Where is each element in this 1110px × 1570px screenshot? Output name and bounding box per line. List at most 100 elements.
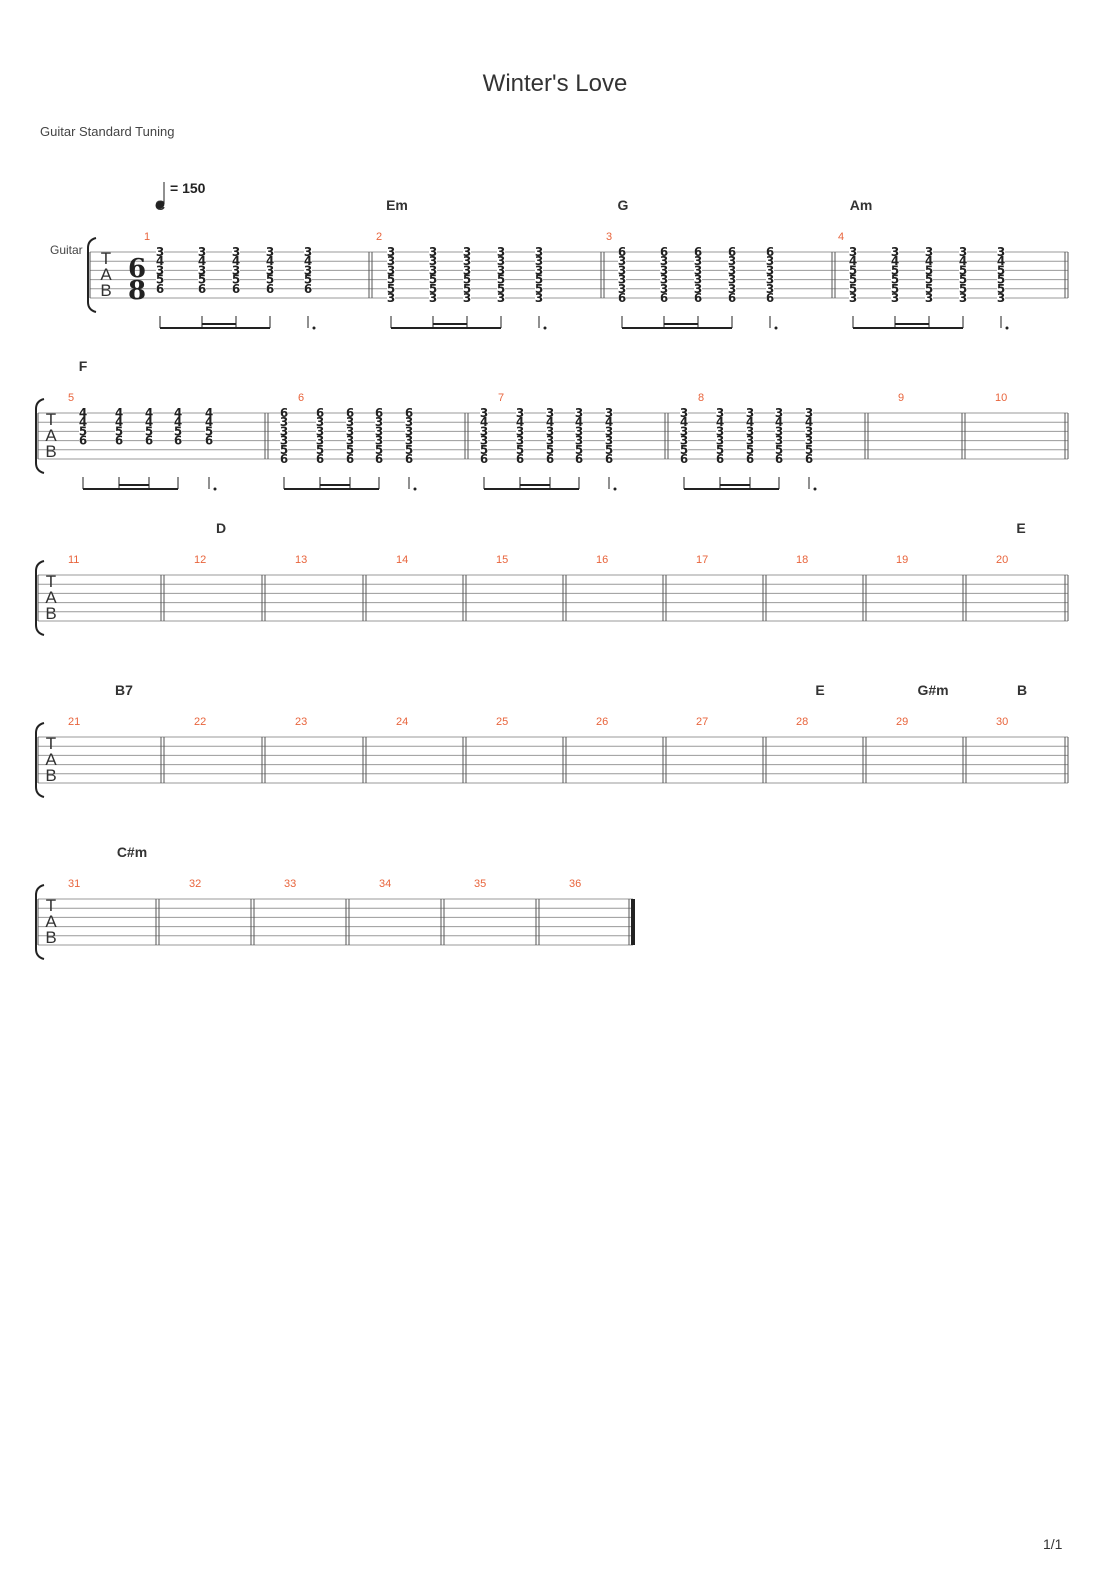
fret-number: 4 xyxy=(716,415,724,429)
note-background xyxy=(575,426,583,436)
note-background xyxy=(535,293,543,302)
note-background xyxy=(618,274,626,284)
fret-number: 3 xyxy=(775,434,783,448)
note-background xyxy=(198,274,206,284)
fret-number: 6 xyxy=(346,452,354,466)
measure-number: 8 xyxy=(698,392,704,404)
fret-number: 3 xyxy=(925,291,933,305)
note-background xyxy=(766,283,774,293)
fret-number: 5 xyxy=(145,424,153,438)
fret-number: 3 xyxy=(387,291,395,305)
note-background xyxy=(660,256,668,266)
note-background xyxy=(516,408,524,417)
fret-number: 4 xyxy=(198,254,206,268)
note-background xyxy=(575,435,583,445)
fret-number: 3 xyxy=(266,245,274,259)
measure-number: 15 xyxy=(496,554,508,566)
measure-number: 1 xyxy=(144,231,150,243)
fret-number: 3 xyxy=(346,434,354,448)
note-background xyxy=(716,454,724,463)
note-background xyxy=(205,435,213,445)
fret-number: 5 xyxy=(997,263,1005,277)
fret-number: 3 xyxy=(304,263,312,277)
measure-number: 32 xyxy=(189,878,201,890)
note-background xyxy=(849,265,857,275)
note-background xyxy=(316,454,324,463)
note-background xyxy=(694,283,702,293)
note-background xyxy=(232,283,240,293)
note-background xyxy=(546,408,554,417)
note-background xyxy=(535,256,543,266)
fret-number: 3 xyxy=(728,263,736,277)
dot xyxy=(813,487,817,491)
note-background xyxy=(959,265,967,275)
note-background xyxy=(849,256,857,266)
note-background xyxy=(535,274,543,284)
system-bracket xyxy=(35,884,45,960)
fret-number: 5 xyxy=(997,282,1005,296)
note-background xyxy=(891,283,899,293)
fret-number: 3 xyxy=(304,245,312,259)
fret-number: 3 xyxy=(997,245,1005,259)
note-background xyxy=(925,256,933,266)
fret-number: 5 xyxy=(716,443,724,457)
note-background xyxy=(775,417,783,427)
fret-number: 6 xyxy=(174,434,182,448)
fret-number: 5 xyxy=(516,443,524,457)
fret-number: 6 xyxy=(575,452,583,466)
fret-number: 3 xyxy=(405,415,413,429)
measure-number: 20 xyxy=(996,554,1008,566)
fret-number: 3 xyxy=(232,245,240,259)
fret-number: 4 xyxy=(680,415,688,429)
fret-number: 4 xyxy=(849,254,857,268)
measure-number: 3 xyxy=(606,231,612,243)
chord-label: G xyxy=(618,197,629,213)
measure-number: 22 xyxy=(194,716,206,728)
fret-number: 5 xyxy=(959,282,967,296)
note-background xyxy=(997,274,1005,284)
note-background xyxy=(387,274,395,284)
tab-letter: A xyxy=(45,750,57,769)
fret-number: 5 xyxy=(79,424,87,438)
fret-number: 4 xyxy=(79,415,87,429)
note-background xyxy=(174,417,182,427)
fret-number: 5 xyxy=(316,443,324,457)
fret-number: 3 xyxy=(618,282,626,296)
note-background xyxy=(346,444,354,454)
tab-letter: T xyxy=(46,734,56,753)
note-background xyxy=(805,454,813,463)
fret-number: 3 xyxy=(387,263,395,277)
note-background xyxy=(535,265,543,275)
fret-number: 6 xyxy=(728,291,736,305)
note-background xyxy=(429,274,437,284)
fret-number: 3 xyxy=(497,245,505,259)
note-background xyxy=(660,265,668,275)
note-background xyxy=(405,435,413,445)
note-background xyxy=(375,417,383,427)
fret-number: 6 xyxy=(680,452,688,466)
fret-number: 3 xyxy=(316,434,324,448)
note-background xyxy=(775,426,783,436)
note-background xyxy=(660,283,668,293)
note-background xyxy=(304,247,312,256)
fret-number: 6 xyxy=(516,452,524,466)
fret-number: 5 xyxy=(535,273,543,287)
fret-number: 3 xyxy=(766,273,774,287)
fret-number: 6 xyxy=(480,452,488,466)
note-background xyxy=(375,454,383,463)
fret-number: 6 xyxy=(618,245,626,259)
note-background xyxy=(546,417,554,427)
tab-letter: B xyxy=(45,928,56,947)
fret-number: 5 xyxy=(463,282,471,296)
note-background xyxy=(618,247,626,256)
chord-label: B7 xyxy=(115,682,133,698)
fret-number: 3 xyxy=(618,273,626,287)
fret-number: 3 xyxy=(775,406,783,420)
tab-letter: A xyxy=(45,588,57,607)
fret-number: 5 xyxy=(575,443,583,457)
fret-number: 5 xyxy=(198,273,206,287)
note-background xyxy=(145,417,153,427)
note-background xyxy=(463,247,471,256)
note-background xyxy=(346,454,354,463)
note-background xyxy=(849,274,857,284)
